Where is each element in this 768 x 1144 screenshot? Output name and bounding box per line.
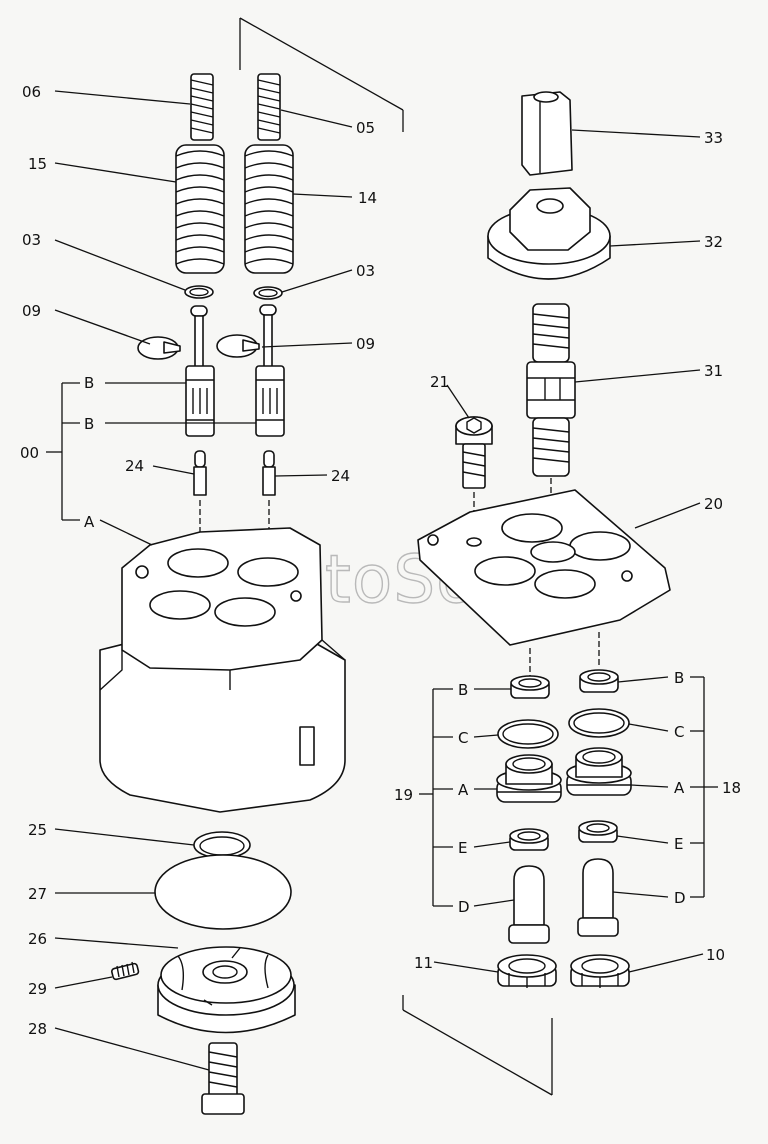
label-09-left: 09 [22,302,41,320]
label-10: 10 [706,946,725,964]
part-32-disc-nut [487,187,611,280]
label-29: 29 [28,980,47,998]
label-26: 26 [28,930,47,948]
part-10-nut [570,954,630,988]
part-b-spool-left [185,305,215,437]
centerlines-below-plate [529,632,600,676]
label-06: 06 [22,83,41,101]
part-33-hex-coupling [521,91,573,176]
label-03-left: 03 [22,231,41,249]
part-24-pin-left [193,450,207,496]
part-27-seal [154,854,292,930]
part-31-joint [526,303,576,477]
part-03-washer-left [184,285,214,299]
label-24-right: 24 [331,467,350,485]
label-15: 15 [28,155,47,173]
label-a-casing: A [84,513,95,531]
group-bracket-19 [419,688,453,907]
part-d-piston-left [508,865,550,944]
label-21: 21 [430,373,449,391]
part-b-bush-left [510,675,550,699]
label-09-right: 09 [356,335,375,353]
label-d-left: D [458,898,470,916]
label-e-right: E [674,835,683,853]
part-29-set-screw [111,961,140,981]
label-32: 32 [704,233,723,251]
label-b-spool-left: B [84,374,94,392]
part-28-plug [201,1042,245,1115]
part-20-plate [417,489,671,646]
part-b-spool-right [255,304,285,437]
label-a-left: A [458,781,469,799]
label-11: 11 [414,954,433,972]
part-03-washer-right [253,286,283,300]
label-00: 00 [20,444,39,462]
leader-lines [54,90,704,1071]
part-14-large-spring [244,144,294,274]
label-25: 25 [28,821,47,839]
part-24-pin-right [262,450,276,496]
label-b-right: B [674,669,684,687]
label-31: 31 [704,362,723,380]
label-28: 28 [28,1020,47,1038]
part-21-cap-screw [455,416,493,489]
part-05-small-spring [257,73,281,141]
label-b-spool-right: B [84,415,94,433]
group-bracket-00 [46,382,80,521]
group-bracket-18 [690,676,718,898]
label-33: 33 [704,129,723,147]
part-06-small-spring [190,73,214,141]
label-a-right: A [674,779,685,797]
part-09-clip-right [216,334,260,358]
label-d-right: D [674,889,686,907]
label-b-left: B [458,681,468,699]
part-15-large-spring [175,144,225,274]
label-03-right: 03 [356,262,375,280]
part-a-seat-left [496,754,562,803]
label-27: 27 [28,885,47,903]
label-24-left: 24 [125,457,144,475]
part-11-nut [497,954,557,988]
part-a-seat-right [566,747,632,796]
label-18: 18 [722,779,741,797]
part-b-bush-right [579,669,619,693]
part-09-clip-left [137,336,181,360]
label-05: 05 [356,119,375,137]
label-c-right: C [674,723,684,741]
part-labels: 06 05 15 14 03 03 09 09 B B 00 A 24 24 2… [20,83,741,1038]
part-c-o-ring-left [497,719,559,749]
part-e-spacer-left [509,828,549,851]
label-19: 19 [394,786,413,804]
label-c-left: C [458,729,468,747]
label-14: 14 [358,189,377,207]
part-26-cap [157,946,296,1034]
part-25-o-ring [193,831,251,859]
part-e-spacer-right [578,820,618,843]
label-20: 20 [704,495,723,513]
part-d-piston-right [577,858,619,937]
label-e-left: E [458,839,467,857]
section-bracket-bottom [402,995,553,1096]
part-a-casing [99,527,346,813]
section-bracket-top [239,17,404,132]
part-c-o-ring-right [568,708,630,738]
